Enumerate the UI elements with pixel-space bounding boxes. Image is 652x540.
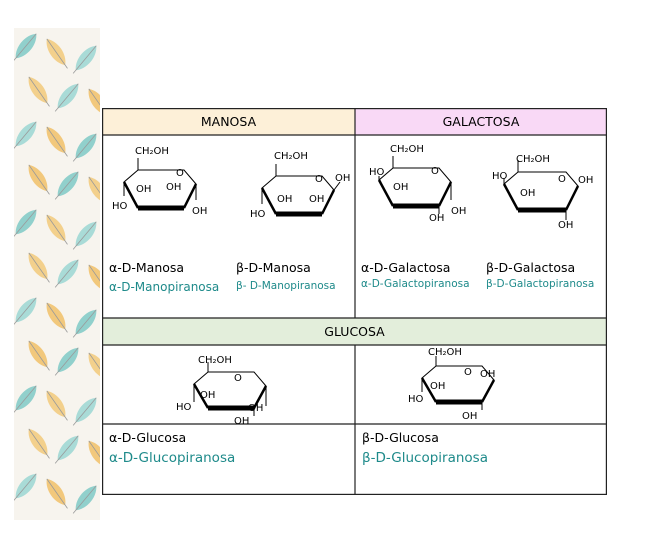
- alpha-d-manose-name: α-D-Manosa: [109, 260, 185, 275]
- alpha-d-galactopyranose-label: α-D-Galactopiranosa: [361, 278, 470, 290]
- svg-text:OH: OH: [393, 182, 408, 193]
- svg-text:CH₂OH: CH₂OH: [516, 154, 550, 165]
- feather-icon: [28, 252, 50, 283]
- svg-text:O: O: [176, 168, 184, 179]
- alpha-d-galactose-name: α-D-Galactosa: [361, 260, 451, 275]
- feather-icon: [54, 259, 79, 288]
- svg-text:OH: OH: [335, 173, 350, 184]
- feather-icon: [14, 33, 37, 62]
- table-grid: [102, 108, 607, 495]
- feather-icon: [72, 485, 97, 514]
- feather-icon: [72, 397, 97, 426]
- header-manosa: MANOSA: [200, 114, 257, 129]
- svg-text:OH: OH: [136, 184, 151, 195]
- svg-text:CH₂OH: CH₂OH: [198, 355, 232, 366]
- ch2oh-label: CH₂OH: [135, 146, 169, 157]
- feather-icon: [14, 297, 37, 326]
- feather-icon: [46, 390, 68, 421]
- beta-d-glucose-structure: CH₂OH O OH OH HO OH: [408, 347, 495, 422]
- feather-icon: [14, 209, 37, 238]
- svg-text:CH₂OH: CH₂OH: [390, 144, 424, 155]
- beta-d-glucopyranose-label: β-D-Glucopiranosa: [362, 450, 488, 466]
- feather-icon: [28, 340, 50, 371]
- feather-icon: [88, 440, 100, 471]
- feather-icon: [46, 302, 68, 333]
- feather-icon: [88, 176, 100, 207]
- svg-text:O: O: [315, 174, 323, 185]
- svg-text:HO: HO: [492, 171, 508, 182]
- feather-icon: [28, 428, 50, 459]
- svg-text:OH: OH: [277, 194, 292, 205]
- svg-text:OH: OH: [558, 220, 573, 231]
- svg-text:OH: OH: [451, 206, 466, 217]
- header-glucosa: GLUCOSA: [324, 324, 385, 339]
- feather-icon: [46, 478, 68, 509]
- svg-text:O: O: [234, 373, 242, 384]
- feather-icon: [46, 38, 68, 69]
- alpha-d-glucose-name: α-D-Glucosa: [109, 430, 187, 445]
- svg-text:OH: OH: [200, 390, 215, 401]
- beta-d-manose-name: β-D-Manosa: [236, 260, 311, 275]
- feather-icon: [88, 264, 100, 295]
- svg-text:OH: OH: [429, 213, 444, 224]
- feather-icon: [14, 385, 37, 414]
- svg-text:HO: HO: [250, 209, 266, 220]
- svg-text:OH: OH: [578, 175, 593, 186]
- svg-text:HO: HO: [112, 201, 128, 212]
- feather-icon: [72, 45, 97, 74]
- feather-icon: [54, 435, 79, 464]
- feather-icon: [14, 121, 37, 150]
- beta-d-glucose-name: β-D-Glucosa: [362, 430, 439, 445]
- beta-d-galactopyranose-label: β-D-Galactopiranosa: [486, 278, 595, 290]
- header-galactosa: GALACTOSA: [442, 114, 520, 129]
- beta-d-galactose-structure: CH₂OH O OH HO OH OH: [492, 154, 593, 231]
- feather-icon: [54, 83, 79, 112]
- svg-text:CH₂OH: CH₂OH: [274, 151, 308, 162]
- feather-icon: [88, 88, 100, 119]
- feather-icon: [72, 309, 97, 338]
- svg-text:HO: HO: [408, 394, 424, 405]
- feather-icon: [46, 214, 68, 245]
- svg-text:O: O: [558, 174, 566, 185]
- feather-icon: [28, 76, 50, 107]
- svg-text:OH: OH: [430, 381, 445, 392]
- svg-text:O: O: [464, 367, 472, 378]
- alpha-d-manose-structure: CH₂OH O OH OH HO OH: [112, 146, 207, 217]
- svg-text:HO: HO: [369, 167, 385, 178]
- svg-text:OH: OH: [192, 206, 207, 217]
- alpha-d-manopyranose-label: α-D-Manopiranosa: [109, 280, 220, 294]
- feather-pattern-decoration: [14, 28, 100, 520]
- svg-text:O: O: [431, 166, 439, 177]
- alpha-d-glucopyranose-label: α-D-Glucopiranosa: [109, 450, 236, 466]
- feather-icon-group: [14, 33, 100, 514]
- feather-icon: [46, 126, 68, 157]
- alpha-d-glucose-structure: CH₂OH O OH HO OH OH: [176, 355, 268, 427]
- svg-text:OH: OH: [462, 411, 477, 422]
- feather-icon: [88, 352, 100, 383]
- feather-icon: [54, 347, 79, 376]
- svg-text:OH: OH: [480, 369, 495, 380]
- sugar-table: MANOSA GALACTOSA GLUCOSA CH₂OH O OH OH H…: [102, 108, 607, 495]
- feather-icon: [72, 221, 97, 250]
- alpha-d-galactose-structure: CH₂OH O HO OH OH OH: [369, 144, 466, 224]
- feather-icon: [28, 164, 50, 195]
- beta-d-galactose-name: β-D-Galactosa: [486, 260, 576, 275]
- svg-text:OH: OH: [520, 188, 535, 199]
- beta-d-manopyranose-label: β- D-Manopiranosa: [236, 280, 336, 292]
- svg-text:HO: HO: [176, 402, 192, 413]
- svg-text:OH: OH: [234, 416, 249, 427]
- feather-icon: [54, 171, 79, 200]
- feather-icon: [14, 473, 37, 502]
- beta-d-manose-structure: CH₂OH O OH OH OH HO: [250, 151, 350, 220]
- svg-text:CH₂OH: CH₂OH: [428, 347, 462, 358]
- svg-text:OH: OH: [248, 403, 263, 414]
- feather-icon: [72, 133, 97, 162]
- svg-text:OH: OH: [309, 194, 324, 205]
- svg-text:OH: OH: [166, 182, 181, 193]
